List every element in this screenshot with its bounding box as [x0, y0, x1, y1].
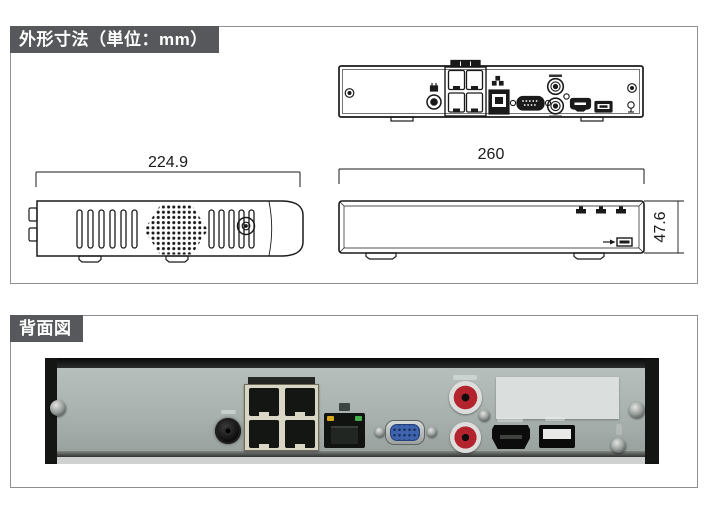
- vga-screw-right: [427, 427, 437, 437]
- chassis-screw: [50, 400, 66, 416]
- usb-port: [539, 425, 575, 448]
- poe-ports-icon: [444, 59, 487, 117]
- mount-tab: [28, 207, 38, 222]
- screw-icon: [563, 93, 570, 100]
- screw-icon: [344, 88, 355, 98]
- foot: [580, 116, 604, 122]
- vga-port: [385, 420, 425, 445]
- poe-port-block: [244, 384, 319, 451]
- lan-port: [324, 413, 365, 448]
- ground-terminal: [616, 424, 622, 435]
- chassis-outline: [36, 200, 304, 257]
- chassis-right-edge: [645, 359, 659, 462]
- foot: [365, 252, 397, 260]
- poe-port-1: [249, 388, 279, 416]
- audio-in-rca: [450, 422, 481, 453]
- hdmi-port: [492, 425, 530, 449]
- poe-port-3: [249, 420, 279, 448]
- mount-tab: [28, 227, 38, 242]
- usb-port-icon: [594, 100, 613, 113]
- foot: [78, 255, 102, 263]
- front-view-drawing: 260: [338, 146, 684, 260]
- chassis-outline: [338, 200, 645, 254]
- power-input-icon: [426, 83, 442, 110]
- foot: [573, 252, 605, 260]
- dimensions-title: 外形寸法（単位：mm）: [10, 26, 219, 53]
- vent-slots-left: [76, 209, 138, 249]
- hdmi-slot: [500, 435, 522, 439]
- front-width-value: 260: [478, 146, 505, 163]
- connector-circle: [236, 216, 256, 236]
- chassis-bottom-edge: [57, 451, 645, 457]
- rear-view-panel: 背面図: [10, 315, 698, 488]
- photo-underside: [57, 457, 645, 464]
- vga-pins: [390, 424, 420, 441]
- screw-icon: [627, 83, 637, 93]
- audio-out-rca: [449, 381, 482, 414]
- vga-port-icon: [509, 95, 552, 111]
- rear-panel-photo: [45, 358, 659, 464]
- poe-port-2: [285, 388, 315, 416]
- lan-led-yellow: [327, 416, 334, 421]
- hdmi-port-icon: [569, 97, 592, 112]
- power-label: [221, 410, 236, 414]
- usb-label: [545, 417, 565, 421]
- chassis-inner-line: [343, 205, 640, 249]
- rear-view-title: 背面図: [10, 315, 83, 342]
- ground-screw: [611, 438, 626, 453]
- front-usb-port-icon: [603, 237, 633, 247]
- chassis-screw: [479, 410, 490, 421]
- hex-vent-grille: [144, 205, 208, 255]
- lan-icon: [339, 403, 350, 411]
- dimensions-title-text: 外形寸法（単位：mm）: [19, 30, 208, 49]
- ground-terminal-icon: [627, 101, 635, 113]
- rear-panel-line-drawing: [338, 59, 644, 122]
- foot: [390, 116, 414, 122]
- lan-jack-opening: [331, 426, 358, 444]
- power-input: [215, 418, 241, 444]
- height-dimension-line: [644, 200, 684, 254]
- side-width-value: 224.9: [148, 154, 188, 171]
- chassis-outline: [338, 65, 644, 118]
- audio-out-rca-icon: [546, 74, 565, 96]
- poe-port-4: [285, 420, 315, 448]
- corner-chamfers: [339, 201, 644, 253]
- lan-port-icon: [488, 75, 510, 115]
- foot: [165, 255, 189, 263]
- width-dimension-line: [35, 171, 301, 187]
- width-dimension-line: [338, 168, 645, 184]
- lan-led-green: [355, 416, 362, 421]
- rear-view-title-text: 背面図: [19, 319, 72, 338]
- audio-in-rca-icon: [546, 97, 565, 118]
- audio-out-label: [453, 375, 477, 380]
- chassis-screw: [629, 402, 645, 418]
- poe-terminal-strip: [248, 377, 315, 384]
- panel-seam: [268, 201, 273, 256]
- chassis-top-edge: [45, 358, 659, 368]
- front-led-indicators: [576, 206, 626, 214]
- label-sticker: [496, 377, 619, 419]
- side-view-drawing: 224.9: [28, 154, 304, 263]
- hdmi-label: [497, 418, 523, 422]
- usb-tongue: [543, 429, 571, 439]
- vga-screw-left: [375, 427, 385, 437]
- front-height-value: 47.6: [652, 211, 669, 242]
- dimensions-panel: 外形寸法（単位：mm）: [10, 26, 698, 284]
